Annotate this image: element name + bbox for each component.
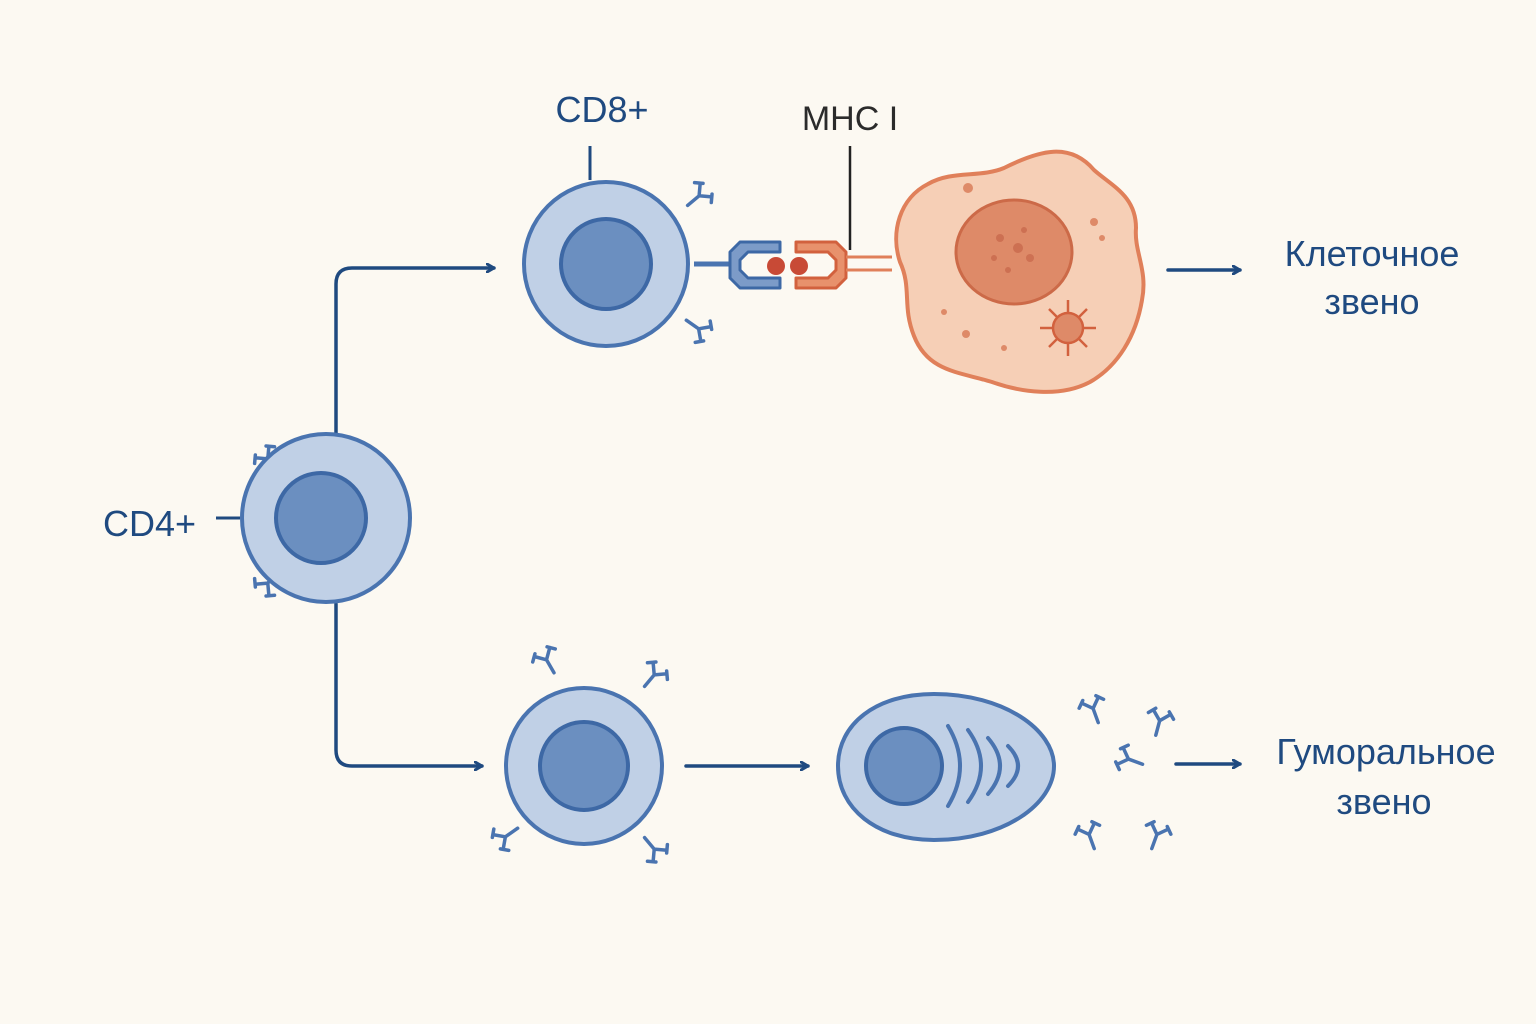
arrow-to-b-cell [334,602,484,766]
antibody-icon [1137,817,1175,855]
antibody-icon [1111,741,1149,779]
antibodies [1071,691,1177,855]
branch-arrows [334,268,1242,766]
cd8-t-cell: CD8+ [522,89,782,348]
cd4-t-cell: CD4+ [103,432,412,604]
cellular-label-line2: звено [1324,281,1419,322]
antibody-icon [1071,817,1109,855]
plasma-cell [835,691,1057,843]
cellular-label-line1: Клеточное [1285,233,1460,274]
tcr-receptor [694,240,782,290]
humoral-immunity-label: Гуморальное звено [1276,731,1495,822]
mhc-label: MHC I [802,100,898,138]
antibody-icon [1075,691,1113,729]
plasma-cell-nucleus [864,726,944,806]
cd4-label: CD4+ [103,503,196,544]
cd8-label: CD8+ [555,89,648,130]
target-nucleus [954,198,1074,306]
cytoplasm-dots [941,183,1105,351]
mhc-i-molecule: MHC I [794,100,898,290]
b-cell [487,642,673,868]
humoral-label-line1: Гуморальное [1276,731,1495,772]
antibody-icon [1141,704,1177,741]
cd8-nucleus [559,217,653,311]
cellular-immunity-label: Клеточное звено [1285,233,1460,322]
arrow-to-cd8 [334,268,496,438]
humoral-label-line2: звено [1336,781,1431,822]
endoplasmic-reticulum [946,724,1020,808]
antigen-peptide [767,257,808,275]
virus-icon [1040,300,1096,356]
cd4-nucleus [274,471,368,565]
b-cell-nucleus [538,720,630,812]
nucleus-dots [991,227,1034,273]
infected-target-cell [894,149,1146,394]
